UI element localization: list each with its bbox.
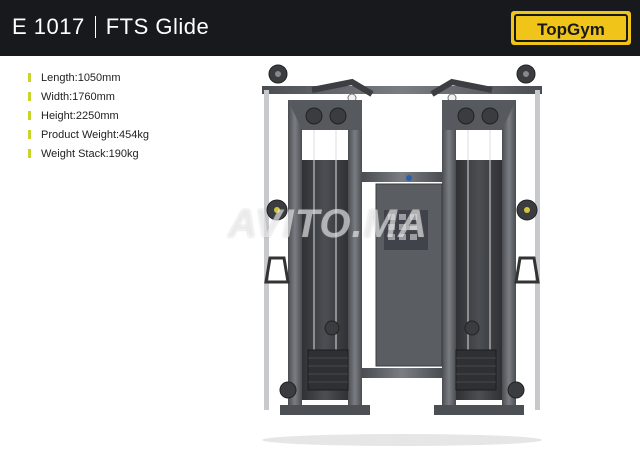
bullet-icon xyxy=(28,130,31,139)
spec-item: Product Weight:454kg xyxy=(28,125,149,144)
spec-item: Width:1760mm xyxy=(28,87,149,106)
bullet-icon xyxy=(28,111,31,120)
brand-text: TopGym xyxy=(537,20,605,39)
bullet-icon xyxy=(28,73,31,82)
machine-illustration xyxy=(262,64,542,446)
header-bar: E 1017 FTS Glide TopGym xyxy=(0,0,640,56)
spec-item: Height:2250mm xyxy=(28,106,149,125)
title-separator xyxy=(94,16,96,38)
topgym-logo: TopGym xyxy=(511,11,631,45)
product-name: FTS Glide xyxy=(105,14,210,39)
page-title: E 1017 FTS Glide xyxy=(12,14,209,40)
bullet-icon xyxy=(28,92,31,101)
spec-item: Weight Stack:190kg xyxy=(28,144,149,163)
bullet-icon xyxy=(28,149,31,158)
spec-list: Length:1050mm Width:1760mm Height:2250mm… xyxy=(28,68,149,163)
watermark-text: AVITO.MA xyxy=(228,202,428,246)
spec-item: Length:1050mm xyxy=(28,68,149,87)
model-number: E 1017 xyxy=(12,14,85,39)
